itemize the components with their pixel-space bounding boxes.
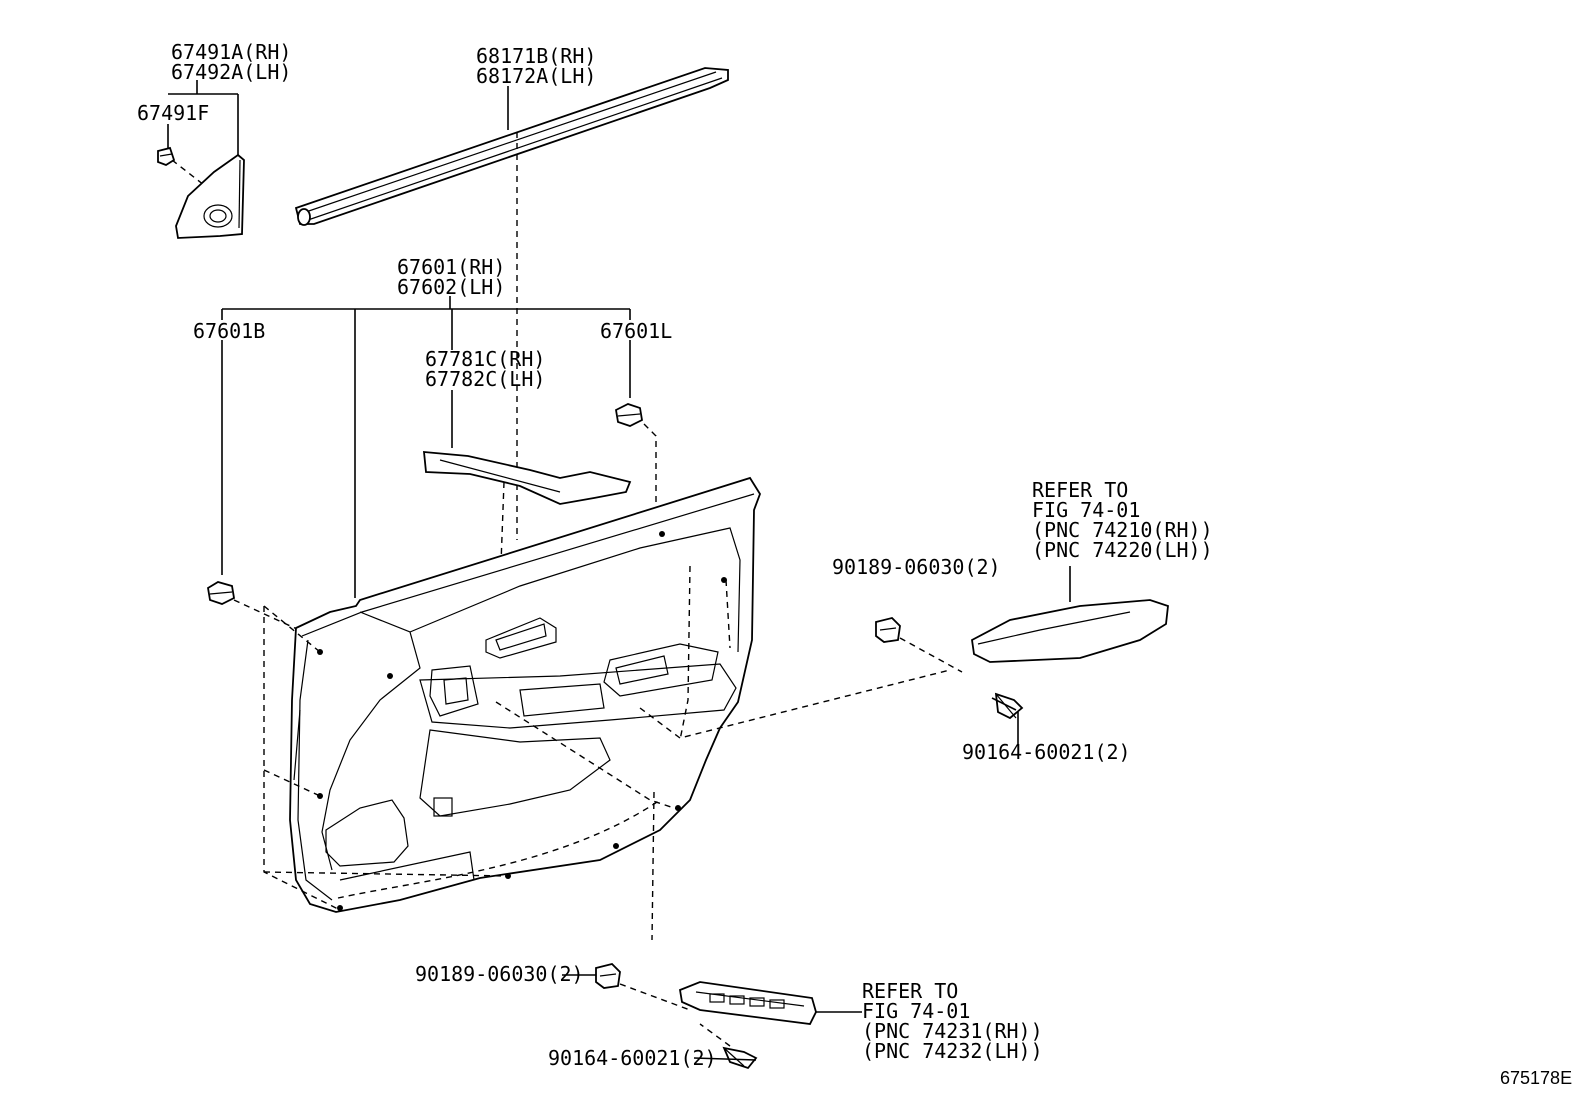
garnish-67781c: [422, 451, 632, 505]
label-refer1-line1: REFER TO: [1032, 478, 1129, 502]
label-refer2-line3: (PNC 74231(RH)): [862, 1019, 1043, 1043]
callout-67601-lines: [221, 296, 631, 598]
figure-id: 675178E: [1500, 1068, 1573, 1088]
label-67602: 67602(LH): [397, 275, 506, 299]
clip-90189-lower: [562, 963, 691, 1011]
clip-67601l: [615, 403, 739, 575]
label-67601: 67601(RH): [397, 255, 506, 279]
label-67491f: 67491F: [137, 101, 210, 125]
belt-moulding-68171b: [294, 67, 729, 226]
label-clip-90189-upper: 90189-06030(2): [832, 555, 1001, 579]
switch-bezel: [678, 981, 862, 1025]
label-67782c: 67782C(LH): [425, 367, 546, 391]
label-refer2-line4: (PNC 74232(LH)): [862, 1039, 1043, 1063]
screw-90164-lower: [693, 1023, 758, 1070]
clip-67491f: [157, 146, 176, 166]
label-clip-90189-lower: 90189-06030(2): [415, 962, 584, 986]
label-refer2-line1: REFER TO: [862, 979, 959, 1003]
label-screw-90164-upper: 90164-60021(2): [962, 740, 1131, 764]
label-67781c: 67781C(RH): [425, 347, 546, 371]
label-screw-90164-lower: 90164-60021(2): [548, 1046, 717, 1070]
speaker-grille-67491a: [175, 153, 245, 239]
clip-90189-upper: [875, 617, 963, 673]
door-trim-board-67601: [289, 476, 761, 913]
label-68172a: 68172A(LH): [476, 64, 597, 88]
callout-68171b-lines: [507, 86, 518, 540]
screw-90164-upper: [991, 692, 1024, 744]
label-refer1-line3: (PNC 74210(RH)): [1032, 518, 1213, 542]
label-67492a: 67492A(LH): [171, 60, 292, 84]
label-refer2-line2: FIG 74-01: [862, 999, 971, 1023]
trim-dashed-leaders: [263, 565, 951, 941]
label-refer1-line4: (PNC 74220(LH)): [1032, 538, 1213, 562]
label-refer1-line2: FIG 74-01: [1032, 498, 1141, 522]
armrest-pad: [971, 566, 1169, 663]
label-67491a: 67491A(RH): [171, 40, 292, 64]
label-67601l: 67601L: [600, 319, 673, 343]
label-68171b: 68171B(RH): [476, 44, 597, 68]
label-67601b: 67601B: [193, 319, 266, 343]
